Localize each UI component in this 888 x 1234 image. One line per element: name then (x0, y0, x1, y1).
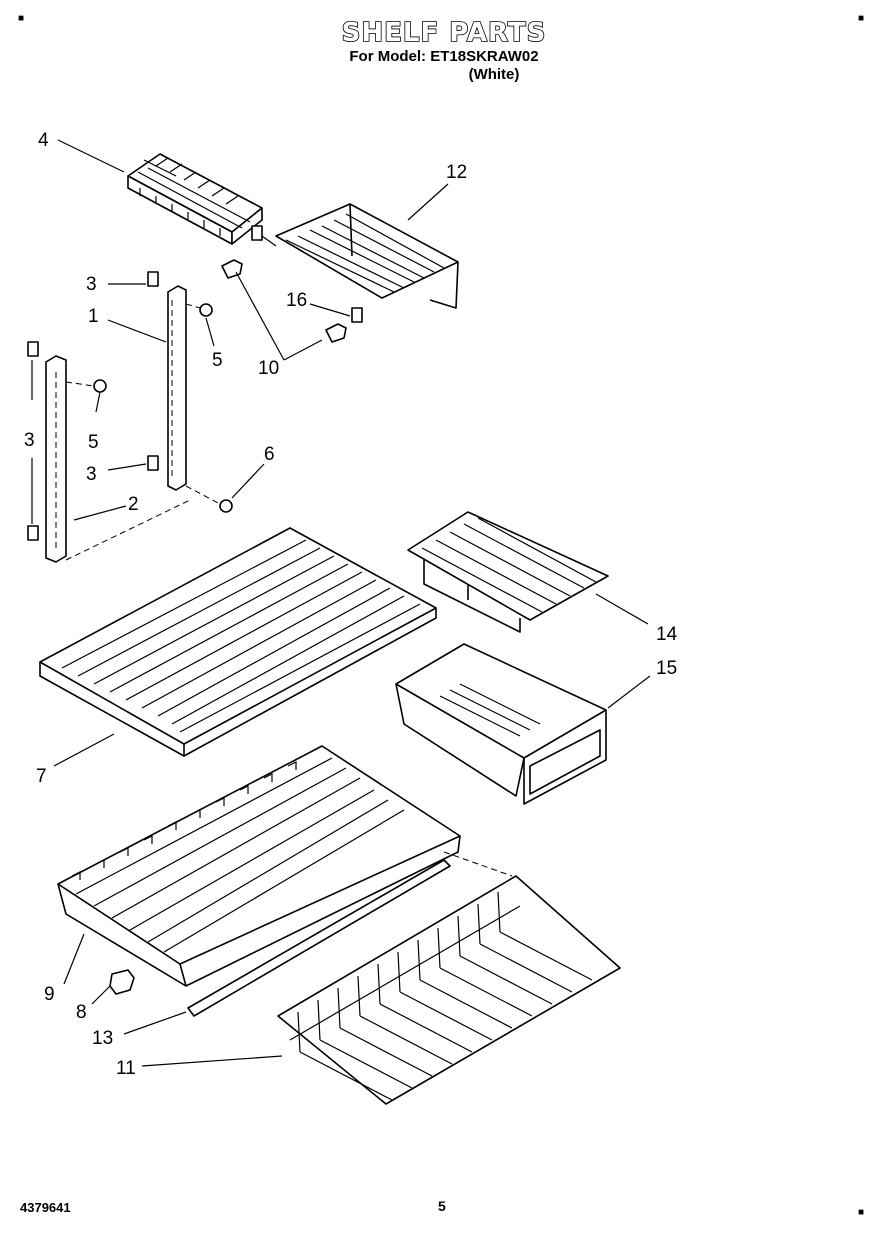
page-title: SHELF PARTS (341, 17, 547, 49)
wire-basket-part (277, 851, 621, 1105)
crisper-cover-part (407, 511, 609, 633)
left-shelf-rail-part (45, 355, 191, 563)
callout-7: 7 (36, 766, 47, 787)
callout-14: 14 (656, 624, 678, 645)
callout-13: 13 (92, 1028, 113, 1049)
callout-1: 1 (88, 306, 99, 327)
callout-15: 15 (656, 658, 677, 679)
pan-frame-shelf-part (57, 745, 461, 987)
color-note: (White) (468, 66, 520, 83)
crisper-drawer-part (395, 643, 607, 805)
ice-cube-tray-part (127, 153, 263, 245)
callout-3-left: 3 (24, 430, 35, 451)
shelf-clip-part (251, 225, 363, 323)
shelf-trim-strip-part (187, 859, 451, 1017)
model-number: For Model: ET18SKRAW02 (349, 48, 539, 65)
small-wire-rack-part (275, 203, 459, 309)
rail-screw-part (65, 303, 233, 513)
shelf-stud-part (221, 259, 347, 343)
callout-3-lower: 3 (86, 464, 97, 485)
rail-spacer-part (27, 271, 159, 541)
right-shelf-rail-part (167, 285, 187, 491)
callout-11: 11 (116, 1058, 136, 1079)
callout-leader-lines (31, 139, 651, 1067)
callout-4: 4 (38, 130, 49, 151)
corner-mark-top-left: ■ (18, 13, 25, 24)
corner-mark-bottom-right: ■ (858, 1207, 865, 1218)
callout-12: 12 (446, 162, 467, 183)
corner-mark-top-right: ■ (858, 13, 865, 24)
callout-16: 16 (286, 290, 307, 311)
page-header: SHELF PARTS For Model: ET18SKRAW02 (Whit… (0, 17, 888, 84)
callout-6: 6 (264, 444, 275, 465)
callout-3-upper: 3 (86, 274, 97, 295)
callout-9: 9 (44, 984, 55, 1005)
callout-2: 2 (128, 494, 139, 515)
page-number: 5 (438, 1198, 446, 1214)
callout-10: 10 (258, 358, 279, 379)
callout-5-lower: 5 (88, 432, 99, 453)
callout-8: 8 (76, 1002, 87, 1023)
document-number: 4379641 (20, 1200, 71, 1215)
callout-5-upper: 5 (212, 350, 223, 371)
refrigerator-shelf-part (39, 527, 437, 757)
bumper-part (109, 969, 135, 995)
